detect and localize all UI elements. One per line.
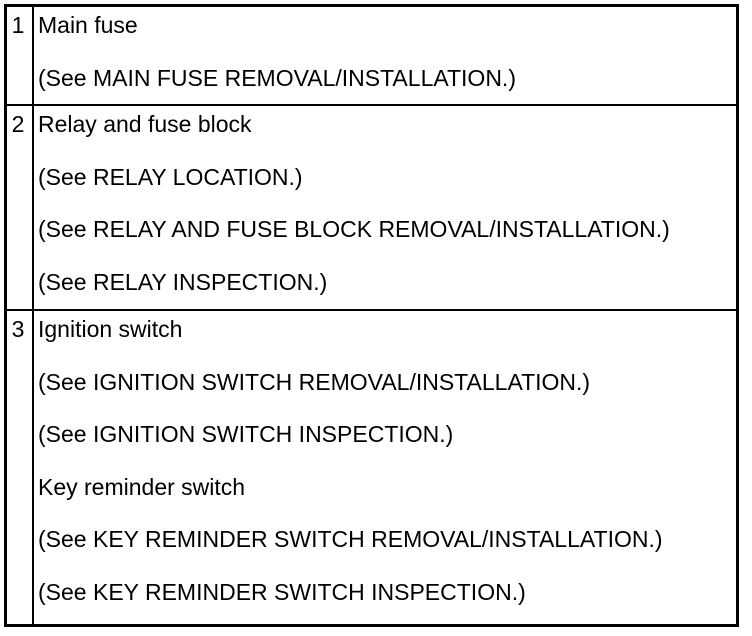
see-reference-line: (See MAIN FUSE REMOVAL/INSTALLATION.)	[38, 64, 516, 91]
row-number-cell: 2	[7, 106, 34, 309]
row-number-cell: 1	[7, 7, 34, 104]
component-name: Main fuse	[38, 12, 138, 38]
see-reference-line: (See RELAY AND FUSE BLOCK REMOVAL/INSTAL…	[38, 216, 670, 242]
table-row: 2 Relay and fuse block (See RELAY LOCATI…	[7, 104, 736, 309]
see-reference-line: (See IGNITION SWITCH REMOVAL/INSTALLATIO…	[38, 368, 591, 395]
row-number: 3	[11, 316, 25, 342]
component-name: Key reminder switch	[38, 473, 246, 500]
table-row: 3 Ignition switch (See IGNITION SWITCH R…	[7, 309, 736, 624]
see-reference-line: (See KEY REMINDER SWITCH REMOVAL/INSTALL…	[38, 526, 663, 552]
row-number-cell: 3	[7, 311, 34, 624]
see-reference-line: (See KEY REMINDER SWITCH INSPECTION.)	[38, 578, 526, 605]
component-index-table: 1 Main fuse (See MAIN FUSE REMOVAL/INSTA…	[4, 4, 739, 627]
table-row: 1 Main fuse (See MAIN FUSE REMOVAL/INSTA…	[7, 7, 736, 104]
see-reference-line: (See RELAY LOCATION.)	[38, 163, 303, 190]
row-description-cell: Main fuse (See MAIN FUSE REMOVAL/INSTALL…	[34, 7, 736, 104]
component-name: Ignition switch	[38, 316, 183, 342]
row-description-cell: Ignition switch (See IGNITION SWITCH REM…	[34, 311, 736, 624]
component-name: Relay and fuse block	[38, 111, 252, 137]
row-description-cell: Relay and fuse block (See RELAY LOCATION…	[34, 106, 736, 309]
row-number: 2	[11, 111, 25, 137]
see-reference-line: (See RELAY INSPECTION.)	[38, 268, 328, 295]
see-reference-line: (See IGNITION SWITCH INSPECTION.)	[38, 421, 454, 447]
row-number: 1	[11, 12, 25, 38]
